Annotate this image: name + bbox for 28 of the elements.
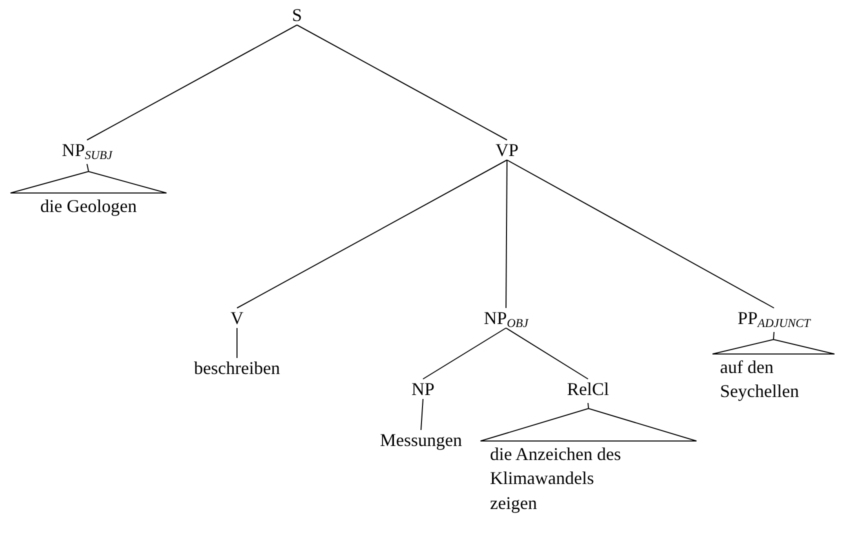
tree-branch: [86, 24, 298, 140]
triangle-constituent: [712, 339, 835, 404]
tree-branch: [236, 328, 238, 358]
tree-label: VP: [496, 138, 518, 162]
tree-branch: [506, 328, 588, 380]
tree-branch: [506, 160, 774, 308]
tree-branch: [296, 24, 508, 140]
triangle-constituent: [10, 171, 167, 218]
tree-label: beschreiben: [194, 356, 280, 380]
triangle-constituent: [480, 408, 697, 515]
tree-branch: [86, 164, 89, 172]
tree-label: NP: [412, 377, 434, 401]
tree-label: NP$_{OBJ}$: [484, 306, 528, 330]
tree-label: Messungen: [380, 428, 462, 452]
phrase-text: die Anzeichen des Klimawandels zeigen: [490, 443, 622, 515]
phrase-text: auf den Seychellen: [720, 356, 800, 404]
tree-label: NP$_{SUBJ}$: [62, 138, 112, 162]
tree-branch: [506, 160, 508, 308]
tree-label: V: [230, 306, 244, 330]
phrase-text: die Geologen: [39, 195, 138, 218]
tree-label: PP$_{ADJUNCT}$: [738, 306, 810, 330]
tree-branch: [422, 328, 506, 380]
tree-branch: [588, 402, 589, 408]
tree-branch: [420, 398, 424, 430]
tree-label: RelCl: [567, 377, 609, 401]
tree-label: S: [292, 3, 302, 27]
tree-branch: [773, 332, 774, 340]
tree-branch: [236, 160, 508, 308]
